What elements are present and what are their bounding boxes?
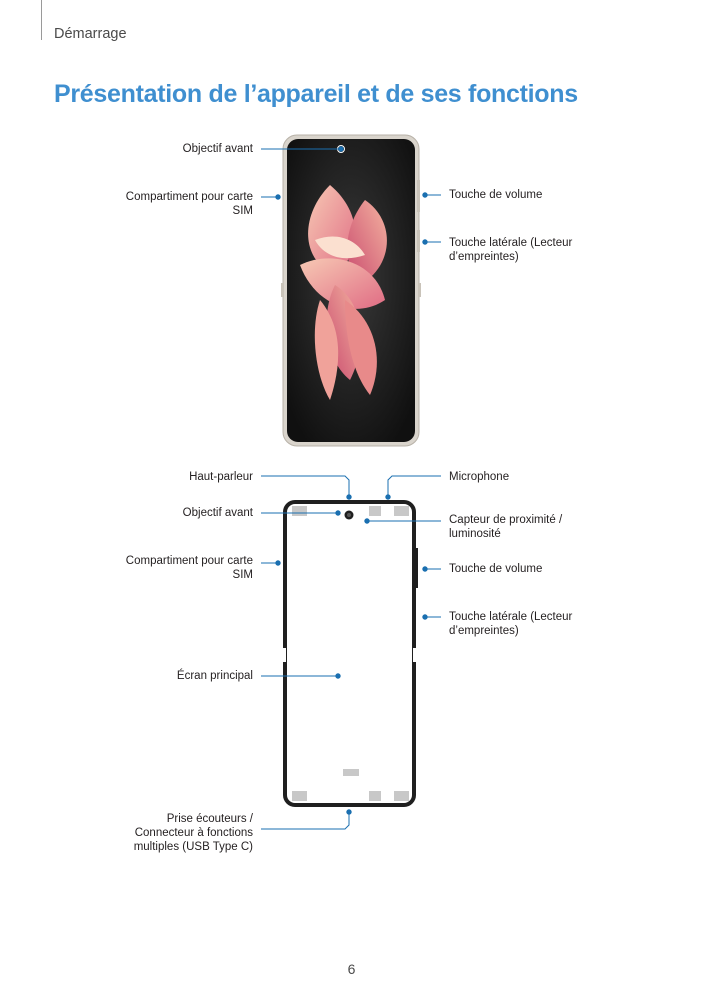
callout-side-key-top: Touche latérale (Lecteur d’empreintes) [449, 237, 573, 263]
wallpaper-flower [300, 185, 387, 400]
header-rule [41, 0, 42, 40]
callout-sim-tray-bottom: Compartiment pour carte SIM [125, 555, 253, 581]
device-outline-view [283, 500, 418, 807]
callout-main-screen: Écran principal [176, 670, 253, 682]
callout-front-camera-bottom: Objectif avant [182, 507, 253, 519]
page-number: 6 [347, 961, 356, 977]
callout-volume-key-bottom: Touche de volume [449, 563, 543, 575]
callout-front-camera-top: Objectif avant [182, 143, 253, 155]
callout-earphone-jack: Prise écouteurs / Connecteur à fonctions… [133, 813, 253, 853]
callout-speaker: Haut-parleur [189, 471, 253, 483]
callout-volume-key-top: Touche de volume [449, 189, 543, 201]
callout-microphone: Microphone [449, 471, 510, 483]
callout-side-key-bottom: Touche latérale (Lecteur d’empreintes) [449, 611, 573, 637]
callout-sim-tray-top: Compartiment pour carte SIM [125, 191, 253, 217]
device-front-view [281, 134, 421, 447]
callout-proximity-sensor: Capteur de proximité / luminosité [449, 514, 563, 540]
section-label: Démarrage [54, 26, 127, 42]
page-title: Présentation de l’appareil et de ses fon… [54, 80, 578, 108]
